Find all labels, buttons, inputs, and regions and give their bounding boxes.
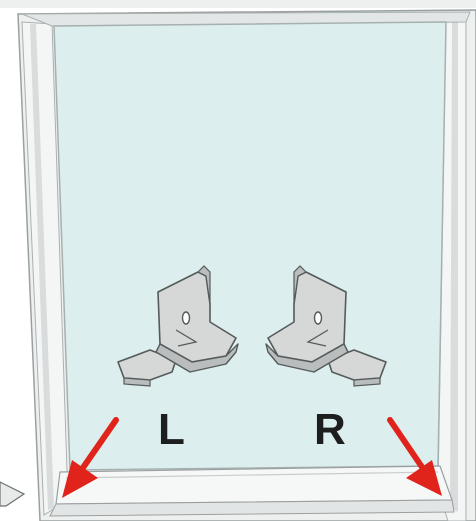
right-mounting-bracket-icon: [265, 265, 387, 387]
glass-pane: [53, 21, 447, 471]
left-mounting-bracket-icon: [117, 265, 239, 387]
hinge-piece: [0, 481, 26, 507]
arrow-down-right-icon: [387, 417, 442, 496]
label-left: L: [158, 405, 185, 454]
wall-top: [0, 0, 476, 8]
arrow-down-left-icon: [62, 417, 119, 498]
label-right: R: [314, 405, 346, 454]
window-sill: [49, 465, 455, 517]
